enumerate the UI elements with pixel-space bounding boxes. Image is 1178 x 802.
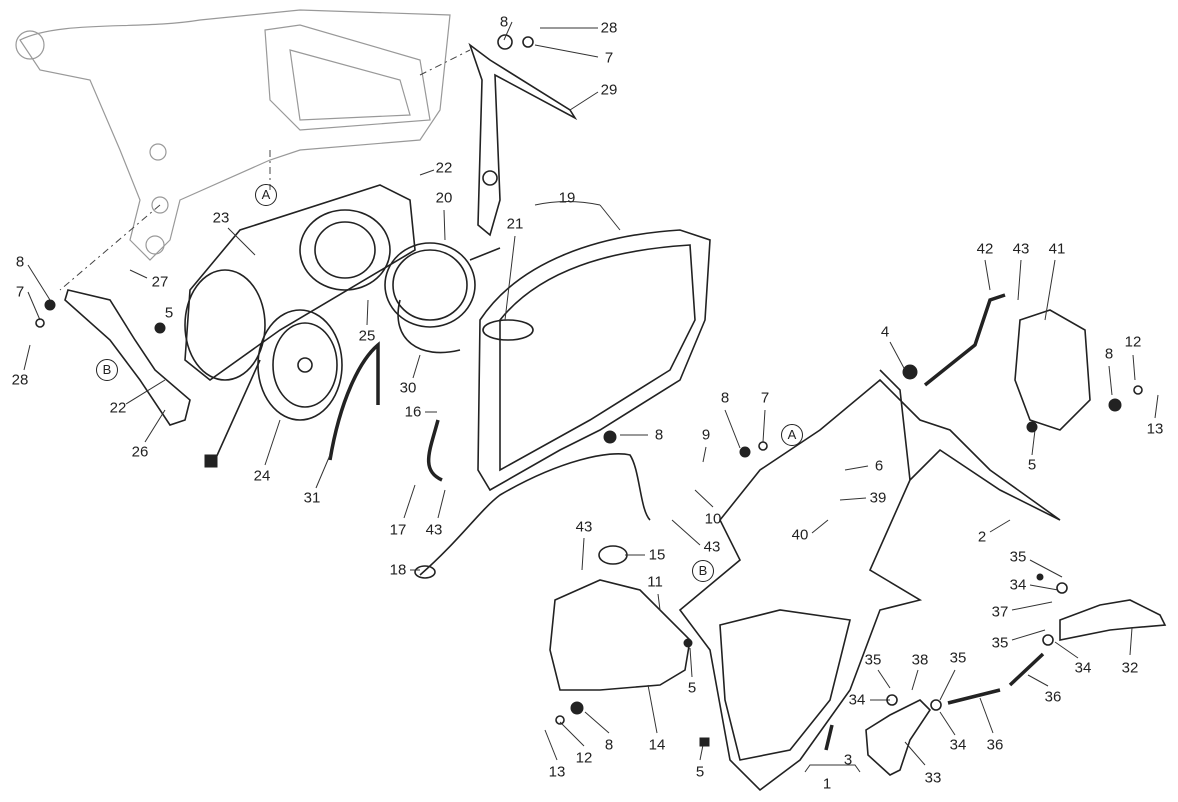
part-label: 3: [843, 751, 853, 769]
part-label: 14: [648, 736, 666, 754]
part-label: 13: [548, 763, 566, 781]
part-label: 5: [695, 763, 705, 781]
part-label: 18: [389, 561, 407, 579]
view-ref-a: A: [781, 424, 803, 446]
part-label: 21: [506, 215, 524, 233]
part-label: 15: [648, 546, 666, 564]
bracket-26: [64, 289, 191, 426]
rod-3: [824, 724, 834, 751]
part-label: 28: [600, 19, 618, 37]
part-label: 34: [949, 736, 967, 754]
part-label: 5: [164, 304, 174, 322]
part-label: 36: [1044, 688, 1062, 706]
part-label: 6: [874, 457, 884, 475]
part-label: 39: [869, 489, 887, 507]
view-ref-b: B: [96, 359, 118, 381]
part-label: 8: [15, 253, 25, 271]
part-label: 5: [1027, 456, 1037, 474]
part-label: 34: [1074, 659, 1092, 677]
part-label: 31: [303, 489, 321, 507]
part-label: 35: [991, 634, 1009, 652]
part-label: 34: [1009, 576, 1027, 594]
part-label: 27: [151, 273, 169, 291]
part-label: 12: [1124, 333, 1142, 351]
part-label: 17: [389, 521, 407, 539]
part-label: 8: [720, 389, 730, 407]
part-label: 38: [911, 651, 929, 669]
side-fairing: [678, 369, 1061, 792]
part-label: 32: [1121, 659, 1139, 677]
part-label: 43: [1012, 240, 1030, 258]
part-label: 33: [924, 769, 942, 787]
fasteners: [35, 299, 1143, 747]
hose-17: [426, 419, 443, 482]
part-label: 19: [558, 189, 576, 207]
part-label: 35: [864, 651, 882, 669]
fan-20: [384, 242, 501, 328]
view-ref-b: B: [692, 560, 714, 582]
hose-31: [328, 341, 380, 461]
part-label: 42: [976, 240, 994, 258]
part-label: 20: [435, 189, 453, 207]
part-label: 22: [435, 159, 453, 177]
part-label: 16: [404, 403, 422, 421]
radiator-19: [477, 229, 711, 492]
rod-36b: [947, 688, 1001, 705]
part-label: 24: [253, 467, 271, 485]
part-label: 8: [604, 736, 614, 754]
part-label: 7: [604, 49, 614, 67]
part-label: 11: [647, 573, 663, 591]
part-label: 36: [986, 736, 1004, 754]
part-label: 30: [399, 379, 417, 397]
deflector-33: [865, 699, 932, 776]
part-label: 1: [822, 775, 832, 793]
view-ref-a: A: [255, 184, 277, 206]
part-label: 8: [499, 13, 509, 31]
deflector-32: [1059, 599, 1167, 641]
part-label: 43: [703, 538, 721, 556]
part-label: 8: [1104, 345, 1114, 363]
part-label: 23: [212, 209, 230, 227]
part-label: 28: [11, 371, 29, 389]
bracket-41: [923, 293, 1091, 431]
fan-shroud-23: [184, 184, 416, 382]
part-label: 22: [109, 399, 127, 417]
part-label: 9: [701, 426, 711, 444]
hose-18: [419, 452, 651, 576]
hose-30: [397, 299, 461, 354]
part-label: 34: [848, 691, 866, 709]
fan-24: [204, 309, 343, 468]
expansion-tank-14: [549, 545, 691, 691]
part-label: 13: [1146, 420, 1164, 438]
frame-drawing: [15, 9, 471, 291]
part-label: 4: [880, 323, 890, 341]
part-label: 26: [131, 443, 149, 461]
part-label: 5: [687, 679, 697, 697]
part-label: 37: [991, 603, 1009, 621]
leader-lines: [23, 21, 1159, 773]
bracket-29: [468, 34, 578, 237]
part-label: 7: [760, 389, 770, 407]
part-label: 10: [704, 510, 722, 528]
part-label: 35: [949, 649, 967, 667]
part-label: 29: [600, 81, 618, 99]
part-label: 41: [1048, 240, 1066, 258]
part-label: 12: [575, 749, 593, 767]
part-label: 7: [15, 283, 25, 301]
part-label: 43: [425, 521, 443, 539]
part-label: 2: [977, 528, 987, 546]
part-label: 8: [654, 426, 664, 444]
rod-36a: [1008, 652, 1045, 687]
part-label: 43: [575, 518, 593, 536]
part-label: 25: [358, 327, 376, 345]
part-label: 35: [1009, 548, 1027, 566]
part-label: 40: [791, 526, 809, 544]
